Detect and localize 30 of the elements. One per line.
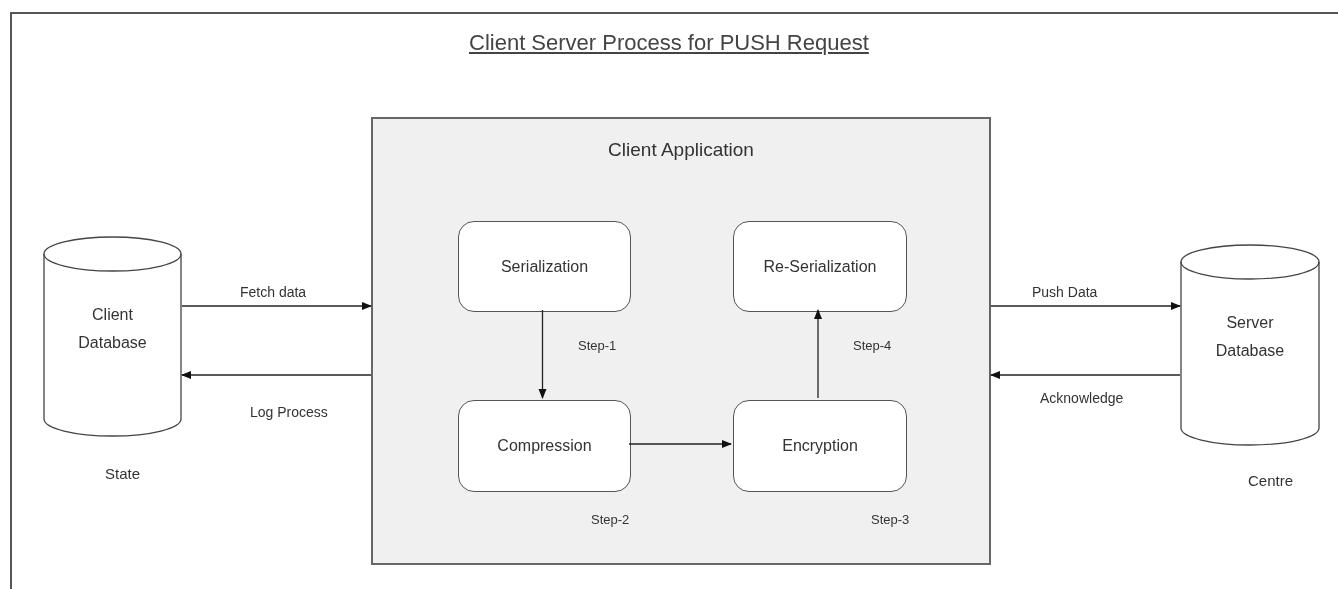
node-label: Client Database <box>77 304 148 353</box>
edge-label: Step-4 <box>853 338 892 353</box>
arrow <box>990 371 1181 379</box>
edge-label: Fetch data <box>240 284 307 300</box>
arrow <box>814 309 822 399</box>
step-label: Re-Serialization <box>762 257 878 276</box>
process-box <box>458 221 631 312</box>
arrow <box>628 440 732 448</box>
diagram-title: Client Server Process for PUSH Request <box>469 30 869 56</box>
step-label: Serialization <box>499 257 590 276</box>
panel-title: Client Application <box>607 139 755 161</box>
node-caption: Step-3 <box>871 512 910 527</box>
edge-label: Step-1 <box>578 338 617 353</box>
node-caption: Step-2 <box>591 512 630 527</box>
node-label: Server Database <box>1214 313 1286 361</box>
node-caption: Centre <box>1248 472 1294 489</box>
arrow <box>181 371 372 379</box>
arrow <box>181 302 372 310</box>
process-box <box>733 221 907 312</box>
arrow <box>990 302 1181 310</box>
step-label: Encryption <box>781 437 859 455</box>
application-panel <box>371 117 991 565</box>
edge-label: Log Process <box>250 404 328 420</box>
edge-label: Push Data <box>1032 284 1098 300</box>
process-box <box>733 400 907 492</box>
step-label: Compression <box>496 437 593 455</box>
process-box <box>458 400 631 492</box>
edge-label: Acknowledge <box>1040 390 1124 406</box>
arrow <box>538 309 547 399</box>
node-caption: State <box>105 465 141 482</box>
